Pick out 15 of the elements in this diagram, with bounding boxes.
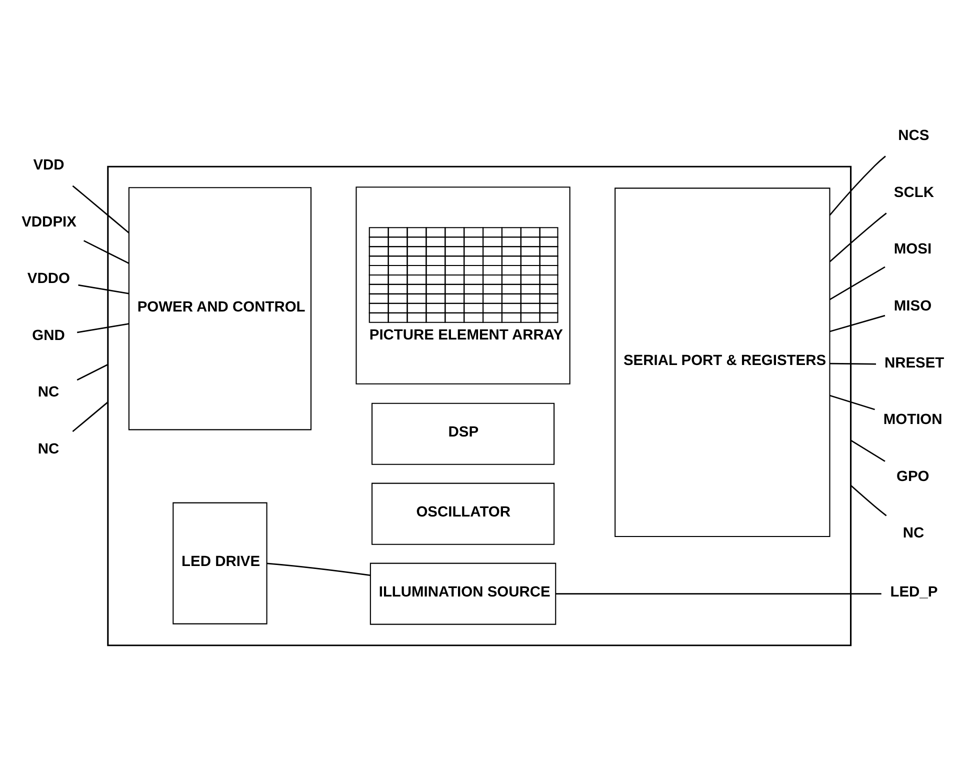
node-text: NC	[902, 526, 924, 542]
node-text: NC	[37, 442, 59, 458]
node-text: VDDPIX	[21, 214, 76, 230]
node-text: SCLK	[893, 184, 934, 201]
node-text: MOSI	[893, 242, 932, 258]
node-text: NRESET	[884, 355, 944, 372]
node-text: NCS	[898, 128, 929, 144]
node-text: LED_P	[890, 584, 938, 601]
node-text: MISO	[893, 298, 932, 314]
node-text: NC	[37, 384, 59, 401]
node-text: GND	[32, 328, 64, 344]
node-text: GPO	[896, 468, 929, 485]
node-text: MOTION	[882, 412, 942, 428]
node-text: VDD	[32, 157, 64, 174]
node-text: VDDO	[26, 271, 70, 288]
